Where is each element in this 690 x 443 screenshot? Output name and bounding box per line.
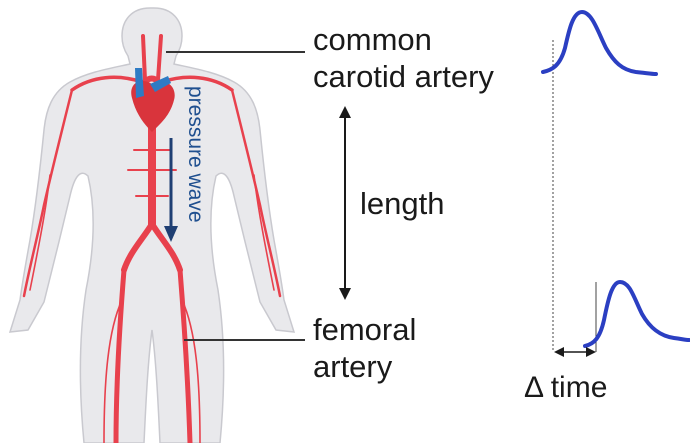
left-common-carotid (143, 36, 145, 80)
carotid-pulse-waveform (543, 12, 656, 74)
length-arrow-head-up (339, 106, 351, 118)
length-arrow-head-down (339, 288, 351, 300)
length-label: length (360, 186, 444, 222)
femoral-pulse-waveform (585, 282, 689, 346)
delta-time-double-arrow (554, 347, 596, 357)
common-carotid-label-line2: carotid artery (313, 59, 494, 95)
femoral-artery-label-line2: artery (313, 349, 392, 385)
common-carotid-label-line1: common (313, 22, 432, 58)
delta-time-arrow-head-right (586, 347, 596, 357)
delta-time-arrow-head-left (554, 347, 564, 357)
delta-time-label: Δ time (524, 370, 607, 406)
pulse-waveforms (543, 12, 689, 352)
pressure-wave-label: pressure wave (184, 86, 206, 223)
femoral-artery-label-line1: femoral (313, 312, 416, 348)
length-double-arrow (339, 106, 351, 300)
